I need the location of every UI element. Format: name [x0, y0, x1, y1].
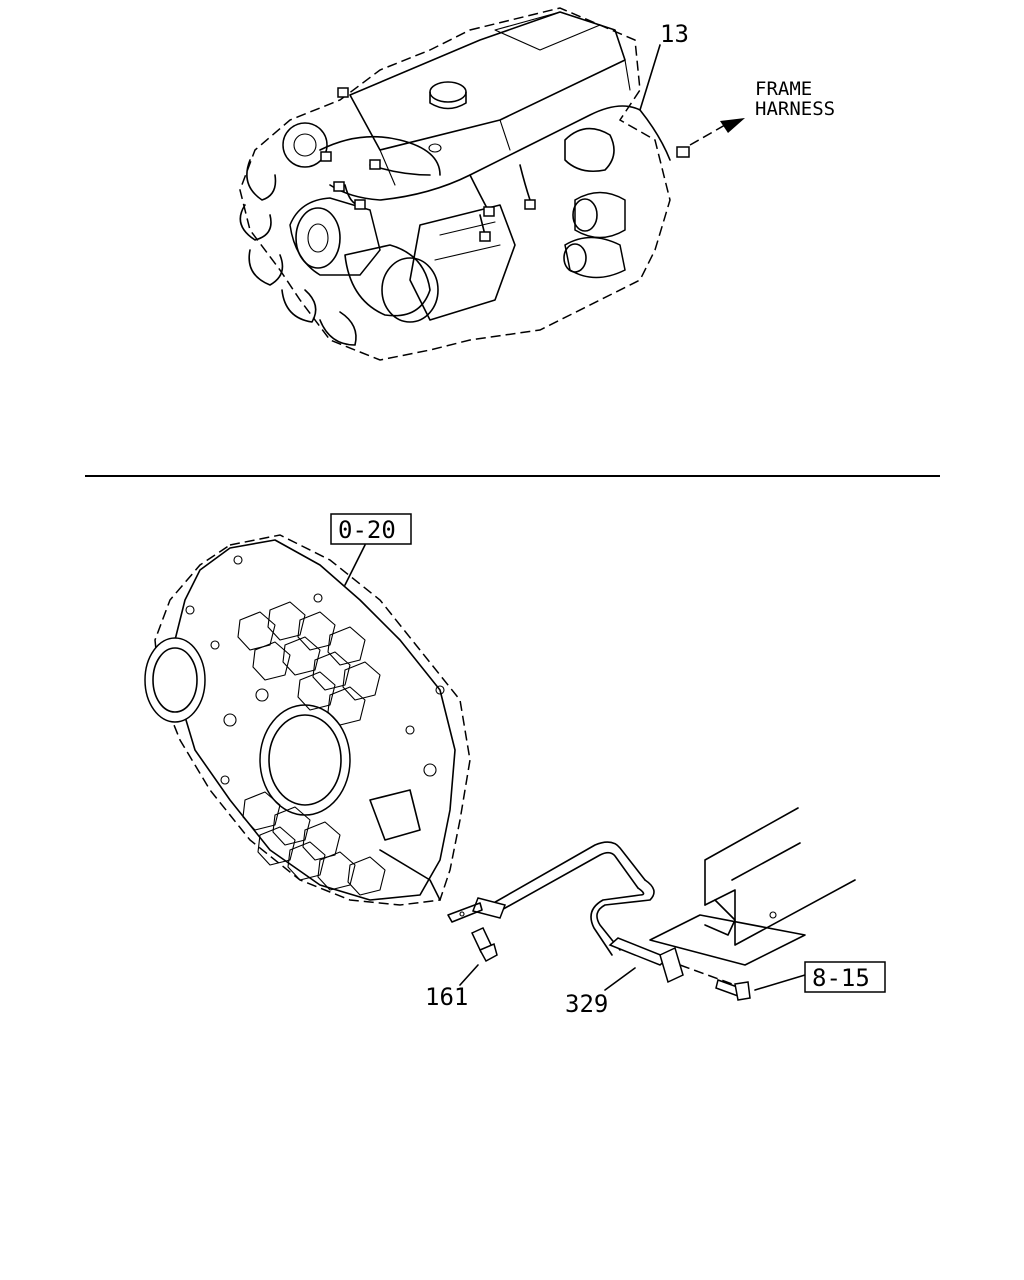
- callout-8-15: 8-15: [812, 964, 870, 992]
- frame-rail: [649, 807, 856, 966]
- leader-13: [639, 44, 661, 111]
- leader-8-15: [754, 974, 806, 991]
- leader-0-20: [344, 544, 366, 586]
- frame-harness-label-line2: HARNESS: [755, 98, 835, 120]
- frame-harness-connector: [676, 146, 690, 158]
- bolt-161: [470, 927, 498, 963]
- leader-161: [459, 964, 479, 986]
- leader-329: [604, 967, 636, 991]
- callout-161: 161: [425, 983, 468, 1011]
- callout-13: 13: [660, 20, 689, 48]
- bolt-8-15: [679, 964, 751, 1001]
- engine-assembly: [239, 7, 690, 361]
- ref-box-0-20: [330, 513, 412, 545]
- flywheel-housing: [144, 534, 471, 906]
- frame-harness-arrow: [689, 118, 745, 146]
- sensor-cable: [447, 841, 684, 984]
- frame-harness-label-line1: FRAME: [755, 78, 812, 100]
- callout-329: 329: [565, 990, 608, 1018]
- callout-0-20: 0-20: [338, 516, 396, 544]
- ref-box-8-15: [804, 961, 886, 993]
